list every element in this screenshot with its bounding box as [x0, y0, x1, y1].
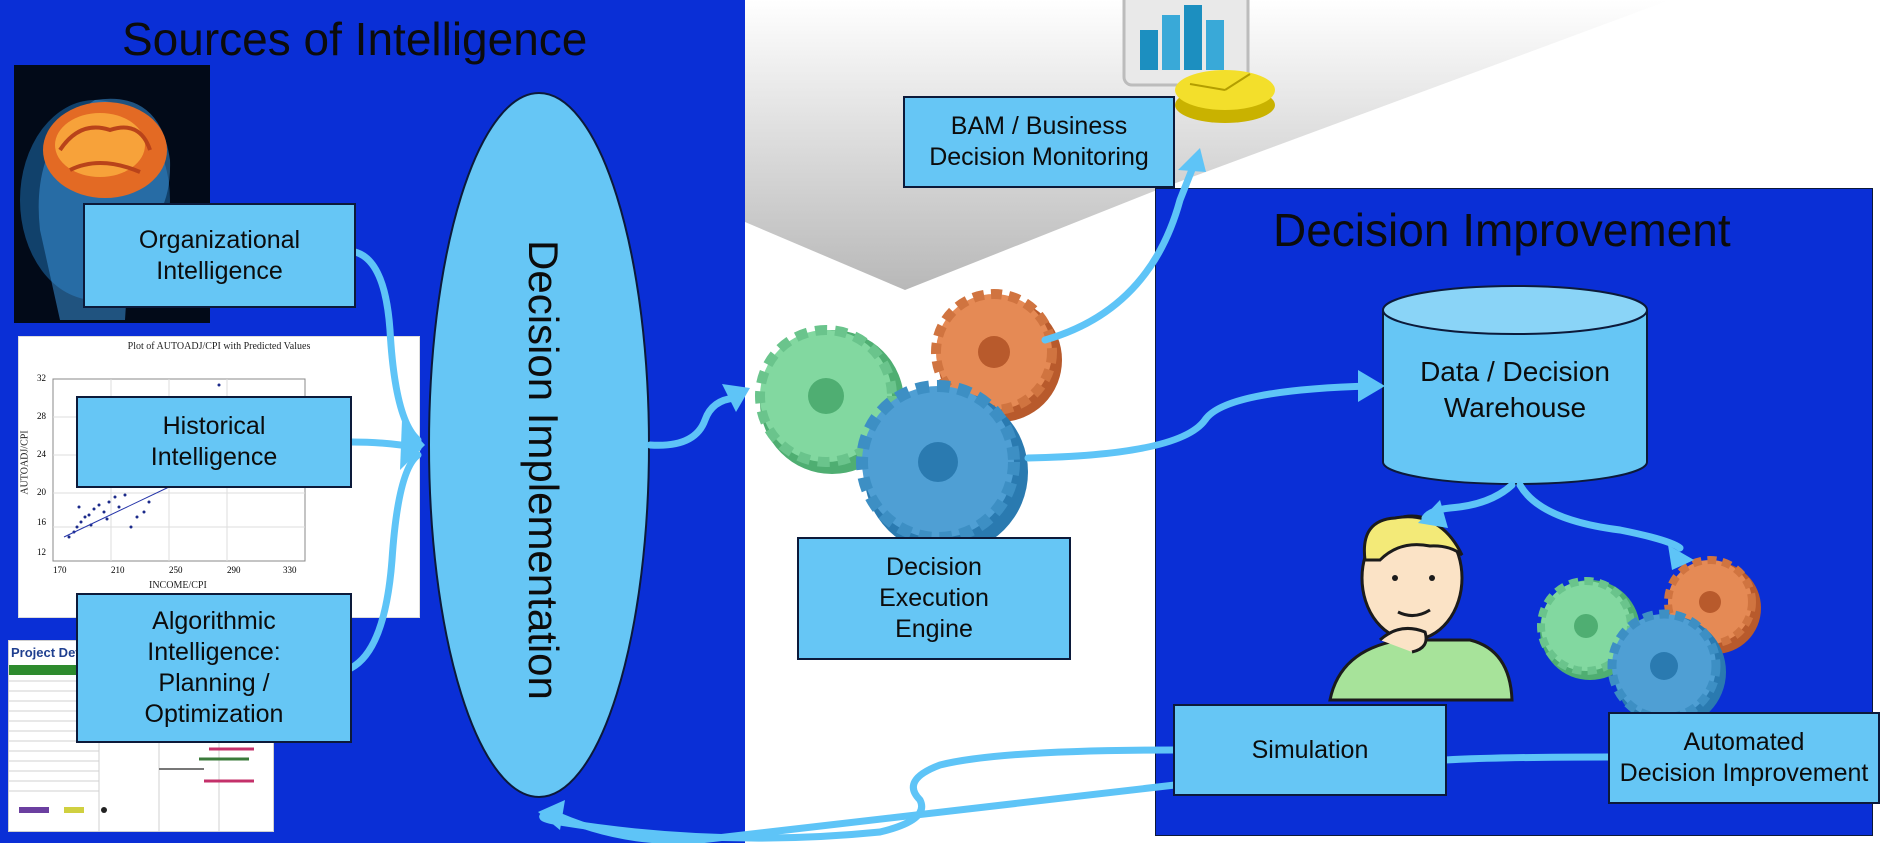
- small-gear-green-icon: [1537, 577, 1640, 680]
- automated-improvement-box: Automated Decision Improvement: [1608, 712, 1880, 804]
- y-tick-4: 16: [37, 517, 46, 527]
- data-warehouse-label: Data / Decision Warehouse: [1420, 356, 1610, 423]
- gear-orange-icon: [931, 289, 1062, 422]
- x-tick-4: 330: [283, 565, 297, 575]
- decision-execution-engine-box: Decision Execution Engine: [797, 537, 1071, 660]
- bam-monitoring-box: BAM / Business Decision Monitoring: [903, 96, 1175, 188]
- x-tick-1: 210: [111, 565, 125, 575]
- sources-title: Sources of Intelligence: [122, 13, 588, 65]
- arrow-algorithmic-to-ellipse: [347, 451, 422, 672]
- arrow-ellipse-to-engine: [646, 394, 739, 449]
- gantt-header-bar: [9, 665, 99, 675]
- algorithmic-intelligence-box: Algorithmic Intelligence: Planning / Opt…: [76, 593, 352, 743]
- y-tick-1: 28: [37, 411, 46, 421]
- small-gear-blue-icon: [1607, 609, 1726, 728]
- arrow-engine-to-warehouse: [1024, 382, 1374, 462]
- arrow-warehouse-to-gears: [1516, 481, 1684, 552]
- arrow-simulation-to-ellipse: [546, 781, 1179, 843]
- historical-intelligence-box: Historical Intelligence: [76, 396, 352, 488]
- x-tick-3: 290: [227, 565, 241, 575]
- scatter-chart-title: Plot of AUTOADJ/CPI with Predicted Value…: [127, 341, 311, 352]
- simulation-box: Simulation: [1173, 704, 1447, 796]
- organizational-intelligence-box: Organizational Intelligence: [83, 203, 356, 308]
- arrow-gear-to-bam: [1041, 158, 1199, 344]
- y-tick-0: 32: [37, 373, 46, 383]
- x-tick-0: 170: [53, 565, 67, 575]
- scatter-chart-xlabel: INCOME/CPI: [149, 580, 207, 591]
- y-tick-5: 12: [37, 547, 46, 557]
- x-tick-2: 250: [169, 565, 183, 575]
- decision-improvement-title: Decision Improvement: [1273, 204, 1731, 256]
- y-tick-2: 24: [37, 449, 46, 459]
- y-tick-3: 20: [37, 487, 46, 497]
- arrow-organizational-to-ellipse: [351, 248, 422, 444]
- gantt-rows: [9, 671, 254, 831]
- arrow-automated-to-simulation: [1441, 753, 1612, 764]
- gantt-title: Project Deve: [11, 645, 90, 660]
- gear-blue-icon: [856, 380, 1028, 554]
